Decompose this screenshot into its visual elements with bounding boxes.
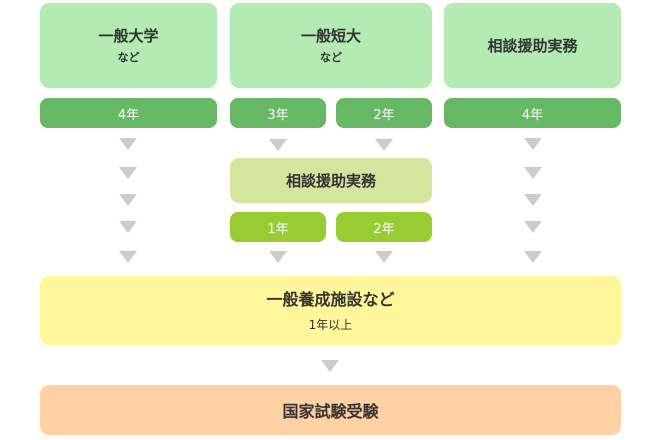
route-subtitle: など — [320, 50, 342, 64]
national-exam-box: 国家試験受験 — [40, 385, 621, 435]
duration-pill-university: 4年 — [40, 98, 217, 128]
duration-pill-college-3yr: 3年 — [230, 98, 326, 128]
arrow-down-icon — [524, 251, 542, 263]
arrow-down-icon — [269, 139, 287, 151]
arrow-down-icon — [375, 251, 393, 263]
arrow-down-icon — [524, 167, 542, 179]
training-facility-duration: 1年以上 — [308, 317, 353, 332]
route-box-junior-college: 一般短大 など — [230, 3, 432, 88]
arrow-down-icon — [269, 251, 287, 263]
duration-pill-consultation: 4年 — [444, 98, 621, 128]
arrow-down-icon — [524, 221, 542, 233]
training-facility-title: 一般養成施設など — [266, 289, 395, 309]
consultation-practice-title: 相談援助実務 — [285, 172, 376, 190]
arrow-down-icon — [119, 251, 137, 263]
consultation-practice-box: 相談援助実務 — [230, 158, 432, 203]
arrow-down-icon — [119, 194, 137, 206]
arrow-down-icon — [119, 167, 137, 179]
arrow-down-icon — [321, 360, 339, 372]
route-title: 一般短大 — [300, 26, 361, 45]
arrow-down-icon — [119, 138, 137, 150]
duration-pill-college-2yr: 2年 — [336, 98, 432, 128]
route-title: 一般大学 — [98, 26, 159, 45]
arrow-down-icon — [119, 221, 137, 233]
duration-pill-practice-2yr: 2年 — [336, 212, 432, 242]
national-exam-title: 国家試験受験 — [282, 402, 379, 421]
duration-pill-practice-1yr: 1年 — [230, 212, 326, 242]
arrow-down-icon — [524, 138, 542, 150]
arrow-down-icon — [524, 194, 542, 206]
route-title: 相談援助実務 — [487, 36, 578, 55]
arrow-down-icon — [375, 139, 393, 151]
route-box-consultation: 相談援助実務 — [444, 3, 621, 88]
route-box-university: 一般大学 など — [40, 3, 217, 88]
training-facility-box: 一般養成施設など 1年以上 — [40, 276, 621, 345]
route-subtitle: など — [117, 50, 140, 64]
